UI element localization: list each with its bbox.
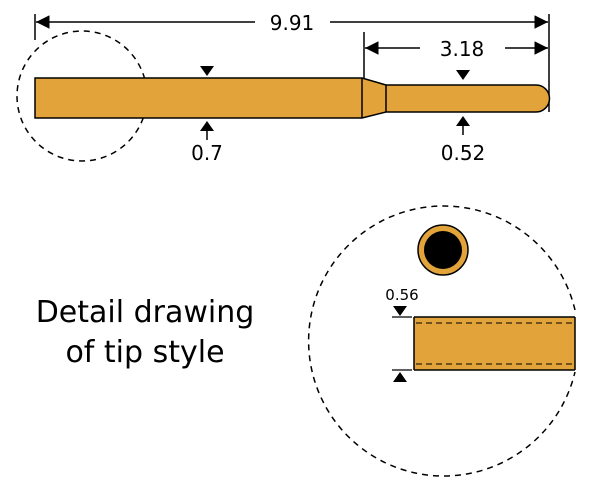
body-diameter-arrow-bottom [200, 121, 214, 131]
tip-diameter-arrow-top [456, 70, 470, 80]
detail-diameter-arrow-top [393, 306, 407, 316]
detail-view: 0.56 [307, 205, 576, 477]
detail-dashed-circle [307, 205, 576, 477]
tip-length-label: 3.18 [440, 37, 485, 61]
pin-body [34, 77, 551, 119]
body-diameter-arrow-top [200, 66, 214, 76]
tip-diameter-arrow-bottom [456, 116, 470, 126]
detail-diameter-label: 0.56 [385, 286, 418, 304]
caption-line-2: of tip style [65, 335, 224, 370]
tip-length-dimension: 3.18 [363, 32, 548, 80]
tip-diameter-callout: 0.52 [441, 70, 486, 165]
tip-cross-section-core [424, 231, 462, 269]
tip-detail-section [414, 317, 575, 370]
detail-diameter-arrow-bottom [393, 372, 407, 382]
tip-diameter-label: 0.52 [441, 141, 486, 165]
body-diameter-label: 0.7 [191, 141, 223, 165]
body-diameter-callout: 0.7 [191, 66, 223, 165]
caption-line-1: Detail drawing [36, 295, 255, 330]
overall-length-label: 9.91 [270, 11, 315, 35]
overall-length-dimension: 9.91 [34, 11, 550, 112]
